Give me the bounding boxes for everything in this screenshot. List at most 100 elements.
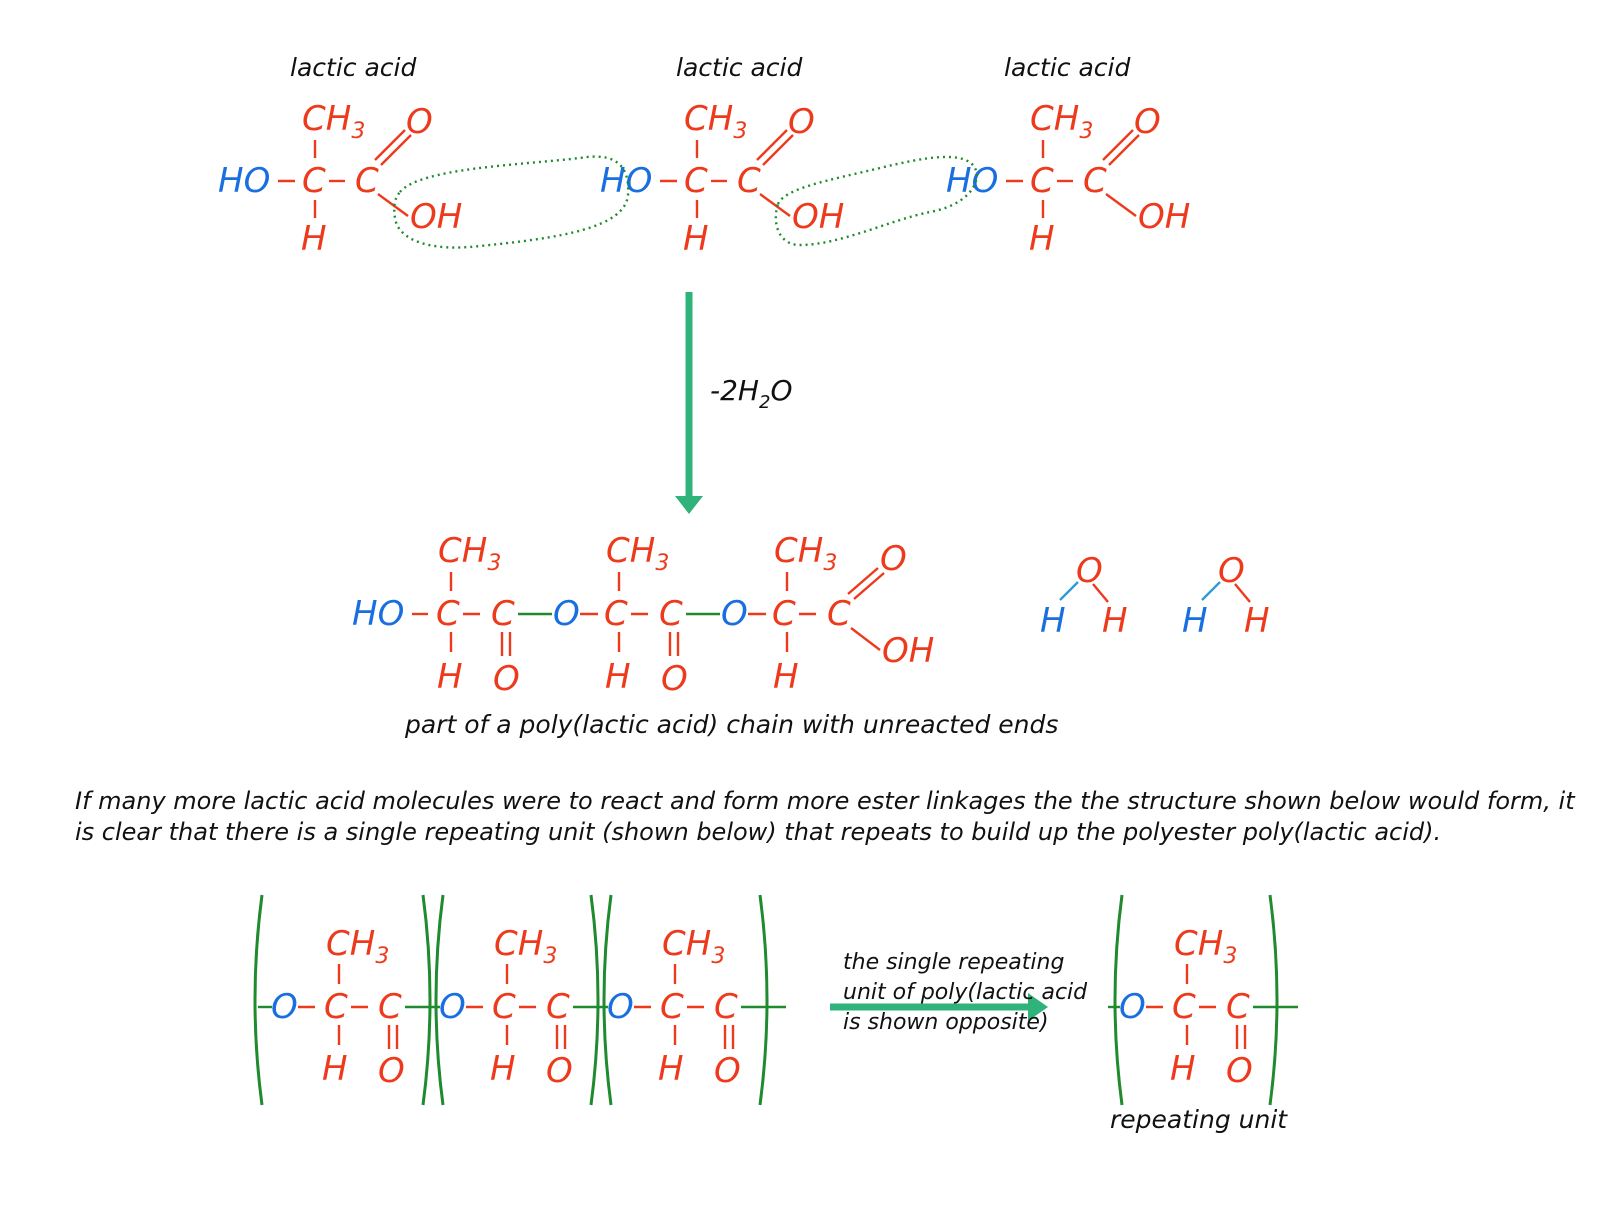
- carbonyl-oxygen: O: [788, 102, 815, 142]
- bracket-right: [1268, 894, 1279, 1106]
- ester-oxygen: O: [607, 987, 634, 1027]
- lactic-acid-label-3: lactic acid: [1004, 53, 1130, 82]
- explanation-paragraph: If many more lactic acid molecules were …: [75, 787, 1575, 846]
- methyl-group: CH3: [1174, 924, 1237, 969]
- hydrogen: H: [490, 1049, 516, 1089]
- carbonyl-carbon: C: [659, 594, 683, 634]
- polymer-repeat-chain: O CH3 C C H O O CH3 C C H O O CH3 C C: [253, 894, 786, 1106]
- lactic-acid-label-1: lactic acid: [290, 53, 416, 82]
- ester-oxygen: O: [271, 987, 298, 1027]
- alpha-carbon: C: [1030, 161, 1054, 201]
- bracket-left: [434, 894, 445, 1106]
- bracket-left: [602, 894, 613, 1106]
- hydrogen: H: [658, 1049, 684, 1089]
- hydrogen: H: [1102, 601, 1128, 641]
- bond: [1234, 583, 1251, 603]
- carbonyl-carbon: C: [491, 594, 515, 634]
- carbonyl-oxygen: O: [1226, 1051, 1253, 1091]
- carbonyl-oxygen: O: [406, 102, 433, 142]
- ester-oxygen: O: [439, 987, 466, 1027]
- carbonyl-oxygen: O: [493, 659, 520, 699]
- double-bond: [374, 129, 406, 161]
- double-bond: [847, 567, 879, 595]
- hydroxyl-oh: OH: [1138, 197, 1190, 237]
- ester-oxygen: O: [1119, 987, 1146, 1027]
- carboxyl-carbon: C: [355, 161, 379, 201]
- carbonyl-carbon: C: [378, 987, 402, 1027]
- carboxyl-carbon: C: [1083, 161, 1107, 201]
- ester-oxygen: O: [721, 594, 748, 634]
- bracket-left: [253, 894, 264, 1106]
- methyl-group: CH3: [1030, 99, 1093, 144]
- methyl-group: CH3: [684, 99, 747, 144]
- hydrogen: H: [301, 219, 327, 259]
- chain-end-hydroxyl-oh: OH: [882, 631, 934, 671]
- bond: [1092, 583, 1109, 603]
- bond: [759, 193, 791, 217]
- double-bond: [756, 129, 788, 161]
- methyl-group: CH3: [326, 924, 389, 969]
- pointer-arrowhead: [1028, 993, 1048, 1021]
- bond: [1201, 581, 1221, 601]
- methyl-group: CH3: [438, 531, 501, 576]
- bracket-right: [589, 894, 600, 1106]
- methyl-group: CH3: [774, 531, 837, 576]
- alpha-carbon: C: [436, 594, 460, 634]
- hydroxyl-group: HO: [600, 161, 652, 201]
- hydrogen: H: [1040, 601, 1066, 641]
- methyl-group: CH3: [494, 924, 557, 969]
- repeating-unit-label: repeating unit: [1110, 1105, 1288, 1134]
- hydroxyl-oh: OH: [792, 197, 844, 237]
- chain-caption: part of a poly(lactic acid) chain with u…: [404, 710, 1058, 739]
- carbonyl-carbon: C: [1226, 987, 1250, 1027]
- reaction-arrowhead: [675, 496, 703, 514]
- hydrogen: H: [1182, 601, 1208, 641]
- hydrogen: H: [437, 657, 463, 697]
- carbonyl-oxygen: O: [1134, 102, 1161, 142]
- double-bond: [1102, 129, 1134, 161]
- bond: [1105, 193, 1137, 217]
- double-bond: [853, 572, 885, 600]
- bond: [850, 627, 881, 651]
- carbonyl-oxygen: O: [661, 659, 688, 699]
- oxygen: O: [1218, 551, 1245, 591]
- carbonyl-carbon: C: [714, 987, 738, 1027]
- hydroxyl-oh: OH: [410, 197, 462, 237]
- hydrogen: H: [1170, 1049, 1196, 1089]
- methyl-group: CH3: [606, 531, 669, 576]
- carboxyl-carbon: C: [827, 594, 851, 634]
- bracket-right: [421, 894, 432, 1106]
- alpha-carbon: C: [660, 987, 684, 1027]
- hydroxyl-group: HO: [946, 161, 998, 201]
- carbonyl-oxygen: O: [714, 1051, 741, 1091]
- hydrogen: H: [773, 657, 799, 697]
- carbonyl-oxygen: O: [378, 1051, 405, 1091]
- carboxyl-carbon: C: [737, 161, 761, 201]
- double-bond: [1108, 134, 1140, 166]
- water-molecule-2: H O H: [1182, 551, 1270, 641]
- oxygen: O: [1076, 551, 1103, 591]
- chain-end-hydroxyl: HO: [352, 594, 404, 634]
- carbonyl-carbon: C: [546, 987, 570, 1027]
- polymer-chain-fragment: HO CH3 C C H O O CH3 C C H O O CH3 C: [352, 531, 934, 699]
- bracket-left: [1113, 894, 1124, 1106]
- carbonyl-oxygen: O: [546, 1051, 573, 1091]
- hydrogen: H: [322, 1049, 348, 1089]
- alpha-carbon: C: [684, 161, 708, 201]
- ester-oxygen: O: [553, 594, 580, 634]
- water-loss-label: -2H2O: [710, 374, 792, 413]
- hydrogen: H: [1029, 219, 1055, 259]
- carbonyl-oxygen: O: [880, 539, 907, 579]
- hydrogen: H: [605, 657, 631, 697]
- bond: [377, 193, 409, 217]
- alpha-carbon: C: [772, 594, 796, 634]
- lactic-acid-molecule-1: CH3 HO C C O OH H: [218, 99, 462, 259]
- water-loss-loop-2: [774, 155, 978, 247]
- methyl-group: CH3: [662, 924, 725, 969]
- alpha-carbon: C: [1172, 987, 1196, 1027]
- alpha-carbon: C: [324, 987, 348, 1027]
- alpha-carbon: C: [302, 161, 326, 201]
- alpha-carbon: C: [492, 987, 516, 1027]
- bond: [1059, 581, 1079, 601]
